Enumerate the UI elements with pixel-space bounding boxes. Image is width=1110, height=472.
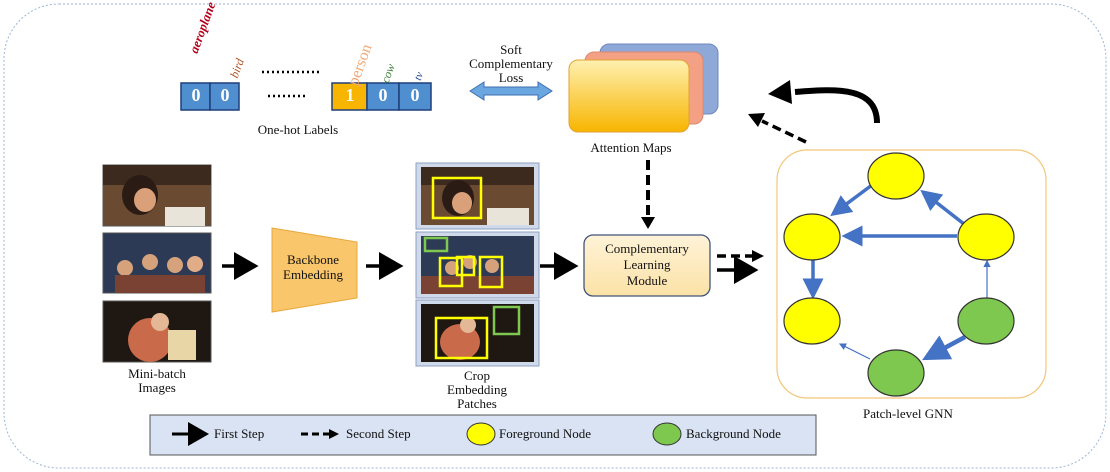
legend-background-swatch <box>652 422 682 446</box>
loss-line: Loss <box>498 70 524 85</box>
legend-background: Background Node <box>686 426 781 441</box>
attention-caption: Attention Maps <box>590 140 672 155</box>
dashed-arrow-to-maps <box>761 119 807 144</box>
label-cell <box>398 82 432 111</box>
label-cell <box>366 82 400 111</box>
foreground-node <box>867 152 925 200</box>
mini-batch-images <box>102 164 212 363</box>
label-value: 1 <box>345 85 355 105</box>
clm-box <box>583 234 711 297</box>
gnn-nodes <box>783 152 1015 397</box>
patches-caption: Embedding <box>447 382 507 397</box>
background-node <box>867 349 925 397</box>
foreground-node <box>783 297 841 345</box>
gnn-caption: Patch-level GNN <box>863 406 953 421</box>
clm-label: Learning <box>623 257 671 272</box>
label-value: 0 <box>220 85 230 105</box>
label-cell <box>331 82 368 111</box>
label-value: 0 <box>378 85 388 105</box>
backbone-label: Embedding <box>283 267 343 282</box>
images-caption: Images <box>138 380 176 395</box>
label-cell <box>209 82 240 111</box>
loss-line: Complementary <box>469 56 553 71</box>
gnn-edge <box>838 343 871 360</box>
gnn-edges <box>802 183 991 361</box>
legend-foreground-swatch <box>466 422 496 446</box>
legend-foreground: Foreground Node <box>499 426 592 441</box>
legend-second-step: Second Step <box>346 426 411 441</box>
foreground-node <box>783 213 841 261</box>
gnn-edge <box>830 183 874 217</box>
clm-label: Complementary <box>605 241 689 256</box>
feedback-arrowhead <box>768 80 792 104</box>
loss-line: Soft <box>500 42 522 57</box>
loss-double-arrow <box>469 81 553 101</box>
foreground-node <box>957 213 1015 261</box>
label-value: 0 <box>191 85 201 105</box>
one-hot-caption: One-hot Labels <box>257 122 339 137</box>
outer-frame <box>3 3 1107 469</box>
crop-patches <box>415 162 540 367</box>
patches-caption: Patches <box>457 396 497 411</box>
background-node <box>957 297 1015 345</box>
legend-first-step: First Step <box>214 426 265 441</box>
one-hot-labels <box>180 70 432 111</box>
images-caption: Mini-batch <box>128 366 186 381</box>
patches-caption: Crop <box>464 368 490 383</box>
backbone-block <box>271 227 358 313</box>
gnn-edge <box>920 189 966 226</box>
attention-maps <box>568 43 719 133</box>
gnn-edge <box>922 335 967 361</box>
clm-label: Module <box>626 273 668 288</box>
backbone-label: Backbone <box>287 252 339 267</box>
feedback-arrow <box>794 87 880 124</box>
label-value: 0 <box>410 85 420 105</box>
